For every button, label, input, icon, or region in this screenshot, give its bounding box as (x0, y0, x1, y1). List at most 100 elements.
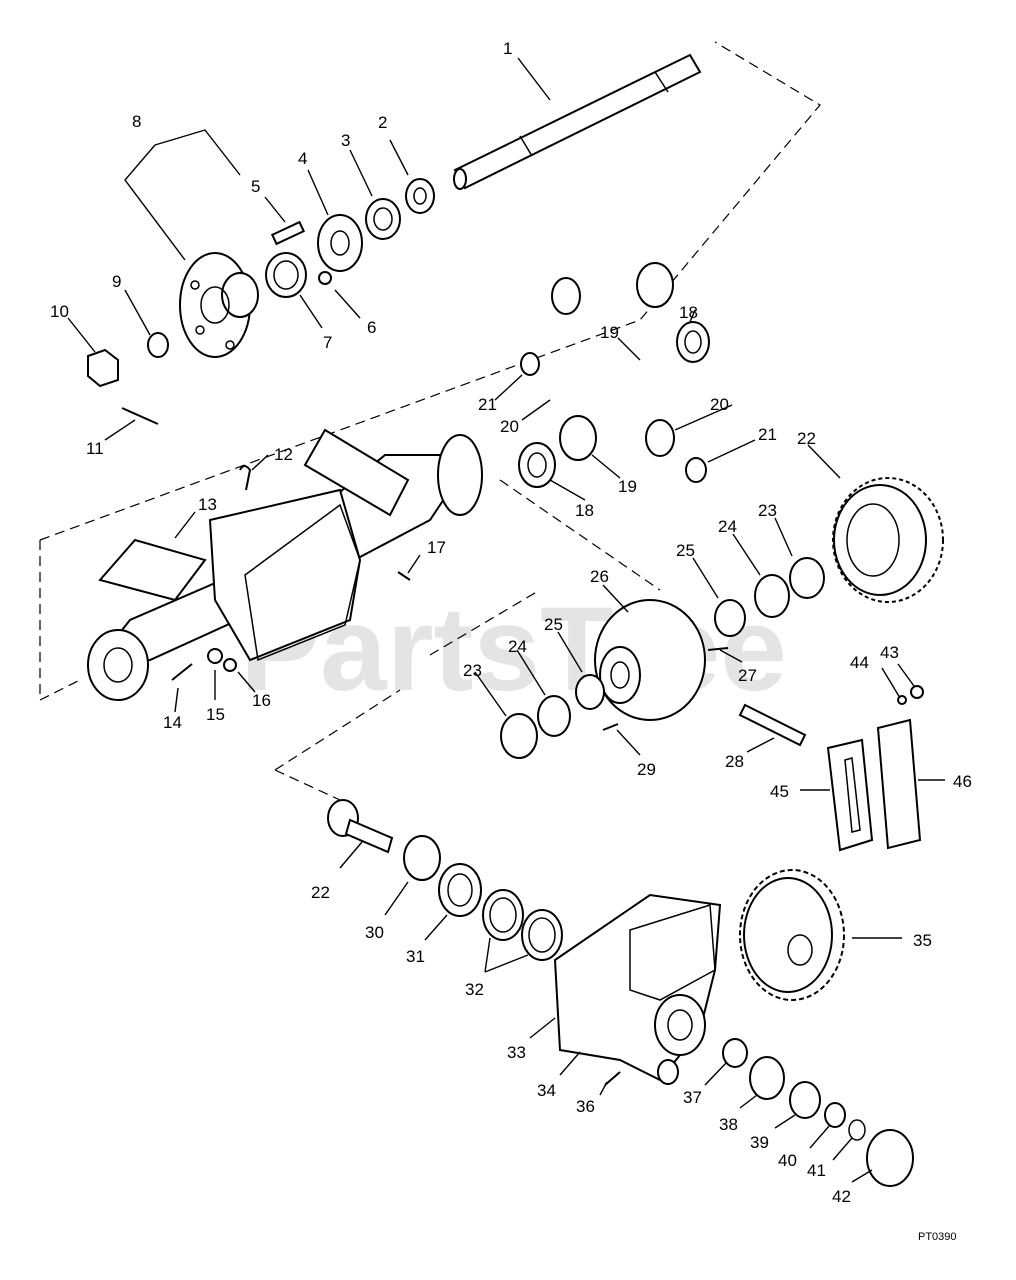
callout-21-b: 21 (758, 425, 777, 444)
callout-numbers: 1 2 3 4 5 6 7 8 9 10 11 12 13 14 15 16 1… (50, 39, 972, 1206)
callout-6: 6 (367, 318, 376, 337)
callout-33: 33 (507, 1043, 526, 1062)
bearing-cup-part-38 (749, 1056, 785, 1100)
callout-18-b: 18 (679, 303, 698, 322)
pin-part-27 (707, 647, 729, 651)
callout-35: 35 (913, 931, 932, 950)
callout-37: 37 (683, 1088, 702, 1107)
pinion-shaft-part-22 (327, 799, 394, 854)
bushing-part-37 (722, 1038, 748, 1068)
callout-19-a: 19 (600, 323, 619, 342)
callout-3: 3 (341, 131, 350, 150)
callout-34: 34 (537, 1081, 556, 1100)
callout-25-b: 25 (544, 615, 563, 634)
callout-45: 45 (770, 782, 789, 801)
washer-part-21-top (520, 352, 540, 376)
callout-22-b: 22 (311, 883, 330, 902)
callout-41: 41 (807, 1161, 826, 1180)
callout-9: 9 (112, 272, 121, 291)
stud-part-5 (270, 220, 306, 246)
gasket-part-45 (826, 738, 874, 852)
differential-case-part-26 (594, 599, 706, 721)
callout-36: 36 (576, 1097, 595, 1116)
callout-2: 2 (378, 113, 387, 132)
callout-38: 38 (719, 1115, 738, 1134)
castle-nut-part-10 (87, 348, 119, 388)
vent-fitting-part-12 (239, 465, 252, 491)
callout-4: 4 (298, 149, 307, 168)
callout-32: 32 (465, 980, 484, 999)
callout-26: 26 (590, 567, 609, 586)
callout-12: 12 (274, 445, 293, 464)
callout-44: 44 (850, 653, 869, 672)
callout-30: 30 (365, 923, 384, 942)
ring-part-7 (265, 252, 307, 298)
cap-part-42 (866, 1129, 914, 1187)
callout-14: 14 (163, 713, 182, 732)
callout-20-a: 20 (500, 417, 519, 436)
callout-leaders (67, 57, 945, 1183)
callout-5: 5 (251, 177, 260, 196)
pin-part-17 (397, 571, 411, 581)
callout-19-b: 19 (618, 477, 637, 496)
callout-15: 15 (206, 705, 225, 724)
callout-42: 42 (832, 1187, 851, 1206)
shim-part-32-b (521, 909, 563, 961)
side-gear-part-19-left (559, 415, 597, 461)
callout-7: 7 (323, 333, 332, 352)
callout-40: 40 (778, 1151, 797, 1170)
seal-part-3 (365, 198, 401, 240)
axle-housing-part-13 (87, 428, 483, 701)
callout-22-a: 22 (797, 429, 816, 448)
callout-18-a: 18 (575, 501, 594, 520)
washer-part-21-bottom (685, 457, 707, 483)
callout-29: 29 (637, 760, 656, 779)
callout-28: 28 (725, 752, 744, 771)
washer-part-16 (223, 658, 237, 672)
cross-shaft-part-28 (738, 703, 807, 747)
bearing-cone-part-24-left (537, 695, 571, 737)
washer-part-40 (824, 1102, 846, 1128)
figure-code: PT0390 (918, 1231, 957, 1243)
bearing-cone-part-24-right (754, 574, 790, 618)
callout-25-a: 25 (676, 541, 695, 560)
bearing-cup-part-23-left (500, 713, 538, 759)
shim-part-25-right (714, 599, 746, 637)
snap-ring-part-41 (848, 1119, 866, 1141)
shim-part-32-a (482, 889, 524, 941)
fitting-part-43 (910, 685, 924, 699)
callout-31: 31 (406, 947, 425, 966)
callout-11: 11 (86, 439, 104, 458)
bearing-cup-part-23-right (789, 557, 825, 599)
callout-23-b: 23 (463, 661, 482, 680)
callout-39: 39 (750, 1133, 769, 1152)
callout-10: 10 (50, 302, 69, 321)
shim-part-25-left (575, 674, 605, 710)
callout-16: 16 (252, 691, 271, 710)
gear-part-39 (789, 1081, 821, 1119)
callout-13: 13 (198, 495, 217, 514)
callout-17: 17 (427, 538, 446, 557)
callout-27: 27 (738, 666, 757, 685)
bolt-part-14 (171, 663, 193, 681)
gear-case-part-33 (553, 893, 722, 1085)
callout-1: 1 (503, 39, 512, 58)
bolt-part-29 (602, 723, 619, 731)
callout-8: 8 (132, 112, 141, 131)
ring-gear-part-22 (832, 477, 944, 603)
callout-21-a: 21 (478, 395, 497, 414)
side-gear-part-19-right (636, 262, 674, 308)
bolt-part-36 (604, 1071, 621, 1086)
bearing-cup-part-31 (438, 863, 482, 917)
washer-part-2 (405, 178, 435, 214)
bearing-retainer-part-4 (317, 214, 363, 272)
pinion-gear-part-20-bottom (645, 419, 675, 457)
washer-part-9 (147, 332, 169, 358)
callout-23-a: 23 (758, 501, 777, 520)
pinion-gear-part-20-top (551, 277, 581, 315)
callout-46: 46 (953, 772, 972, 791)
spur-gear-part-35 (739, 869, 845, 1001)
callout-20-b: 20 (710, 395, 729, 414)
callout-43: 43 (880, 643, 899, 662)
